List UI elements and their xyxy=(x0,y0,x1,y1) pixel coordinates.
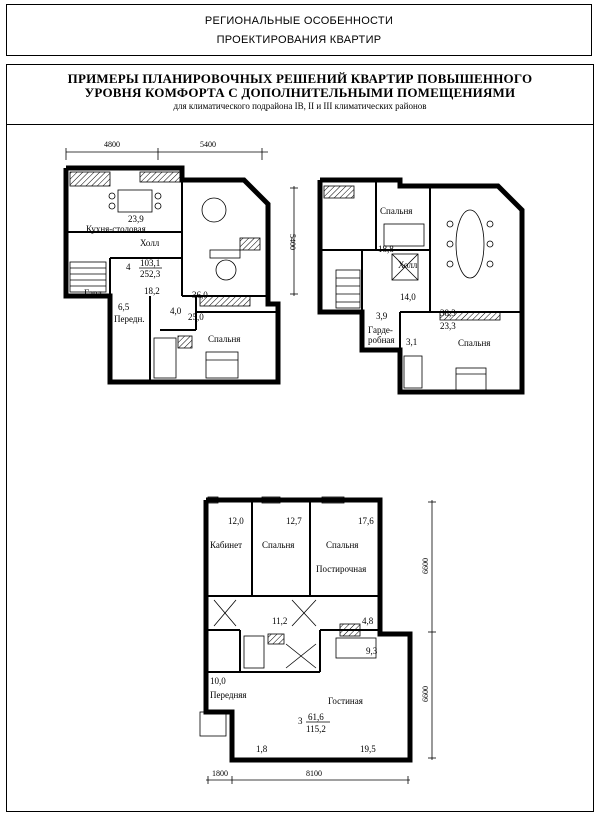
section-header: РЕГИОНАЛЬНЫЕ ОСОБЕННОСТИ ПРОЕКТИРОВАНИЯ … xyxy=(6,4,592,56)
p2-area-383: 38,3 xyxy=(440,308,456,318)
plan-2: Спальня 18,8 Холл 14,0 38,3 23,3 3,9 Гар… xyxy=(317,177,525,395)
p3-area-48: 4,8 xyxy=(362,616,374,626)
p2-gard-line2: робная xyxy=(368,335,395,345)
title-line-3: для климатического подрайона IВ, II и II… xyxy=(173,101,427,111)
p3-bedroom-1: Спальня xyxy=(262,540,294,550)
p2-small-area: 3,1 xyxy=(406,337,417,347)
header-line-2: ПРОЕКТИРОВАНИЯ КВАРТИР xyxy=(216,34,382,46)
p3-dim-side-a: 6600 xyxy=(421,558,430,574)
p1-hall-area: 18,2 xyxy=(144,286,160,296)
p3-dim-side-b: 6600 xyxy=(421,686,430,702)
p1-dim-top-a: 4800 xyxy=(104,140,120,149)
p2-area-233: 23,3 xyxy=(440,321,456,331)
p2-gard-line1: Гарде- xyxy=(368,325,393,335)
p3-pered: Передняя xyxy=(210,690,247,700)
header-line-1: РЕГИОНАЛЬНЫЕ ОСОБЕННОСТИ xyxy=(204,15,394,27)
plan-1: 4800 5400 5400 xyxy=(63,140,298,385)
p3-laundry: Постирочная xyxy=(316,564,366,574)
p1-dim-side: 5400 xyxy=(288,234,297,250)
title-line-2: УРОВНЯ КОМФОРТА С ДОПОЛНИТЕЛЬНЫМИ ПОМЕЩЕ… xyxy=(84,85,516,100)
p3-area-a: 61,6 xyxy=(308,712,324,722)
p1-bedroom-label: Спальня xyxy=(208,334,240,344)
p3-area-195: 19,5 xyxy=(360,744,376,754)
p3-area-b: 115,2 xyxy=(306,724,326,734)
p2-hall-area: 14,0 xyxy=(400,292,416,302)
p1-kitchen-area: 23,9 xyxy=(128,214,144,224)
p3-area-10: 10,0 xyxy=(210,676,226,686)
p1-area-b: 252,3 xyxy=(140,269,161,279)
p3-area-176: 17,6 xyxy=(358,516,374,526)
p3-living: Гостиная xyxy=(328,696,363,706)
p2-bedroom-bottom: Спальня xyxy=(458,338,490,348)
p3-area-12: 12,0 xyxy=(228,516,244,526)
p3-cabinet: Кабинет xyxy=(210,540,242,550)
p1-dim-top-b: 5400 xyxy=(200,140,216,149)
p1-small-area: 4,0 xyxy=(170,306,182,316)
p3-dim-bot-a: 1800 xyxy=(212,769,228,778)
sheet-frame xyxy=(6,64,594,812)
p1-area-a: 103,1 xyxy=(140,258,160,268)
p3-area-18: 1,8 xyxy=(256,744,268,754)
p3-area-112: 11,2 xyxy=(272,616,287,626)
plan-3: 12,0 12,7 17,6 Кабинет Спальня Спальня П… xyxy=(199,496,436,784)
p3-bedroom-2: Спальня xyxy=(326,540,358,550)
p3-area-127: 12,7 xyxy=(286,516,302,526)
p1-apt-num: 4 xyxy=(126,262,131,272)
p3-area-93: 9,3 xyxy=(366,646,378,656)
sheet-title: ПРИМЕРЫ ПЛАНИРОВОЧНЫХ РЕШЕНИЙ КВАРТИР ПО… xyxy=(6,72,594,112)
p2-hall-label: Холл xyxy=(398,260,418,270)
p2-bedroom-top: Спальня xyxy=(380,206,412,216)
title-line-1: ПРИМЕРЫ ПЛАНИРОВОЧНЫХ РЕШЕНИЙ КВАРТИР ПО… xyxy=(67,71,533,86)
p1-hall-label: Холл xyxy=(140,238,160,248)
p1-gard-area: 6,5 xyxy=(118,302,130,312)
p1-kitchen-label: Кухня-столовая xyxy=(86,224,146,234)
p1-bed-area: 25,0 xyxy=(188,312,204,322)
title-rule xyxy=(6,124,594,125)
p2-bed-top-area: 18,8 xyxy=(378,244,394,254)
p1-gard-label: Гард. xyxy=(84,288,104,298)
p2-gard-area: 3,9 xyxy=(376,311,388,321)
p3-dim-bot-b: 8100 xyxy=(306,769,322,778)
p1-living-area: 36,0 xyxy=(192,290,208,300)
p1-pered-label: Передн. xyxy=(114,314,145,324)
p3-apt-num: 3 xyxy=(298,716,303,726)
